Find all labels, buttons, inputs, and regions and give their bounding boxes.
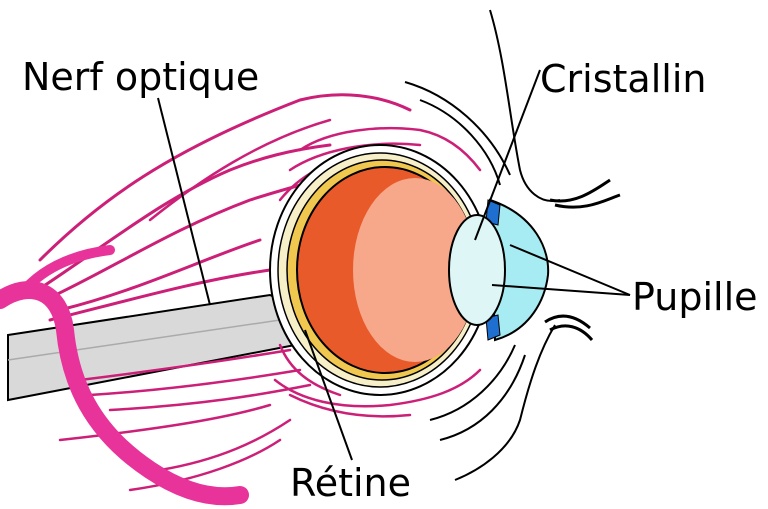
label-optic-nerve: Nerf optique [22, 55, 259, 99]
label-lens: Cristallin [540, 57, 706, 101]
label-retina: Rétine [290, 461, 411, 505]
lens [449, 215, 505, 325]
eyelashes [545, 180, 620, 340]
label-pupil: Pupille [632, 275, 758, 319]
